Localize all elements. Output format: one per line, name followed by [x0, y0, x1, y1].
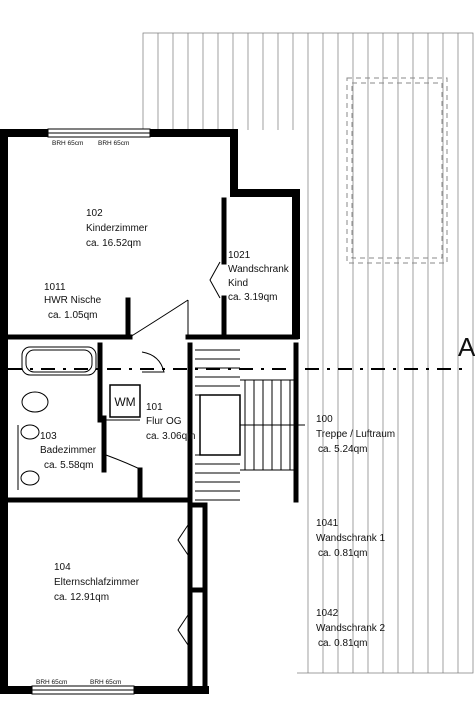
doors: [105, 261, 221, 649]
room-area: ca. 3.06qm: [146, 431, 195, 442]
wm-label: WM: [114, 395, 135, 409]
room-102: 102 Kinderzimmer ca. 16.52qm: [86, 208, 148, 249]
washing-machine: WM: [109, 384, 141, 418]
room-name-2: Kind: [228, 278, 248, 289]
room-1042: 1042 Wandschrank 2 ca. 0.81qm: [316, 608, 386, 649]
room-number: 1042: [316, 608, 339, 619]
room-name: HWR Nische: [44, 295, 102, 306]
room-name: Badezimmer: [40, 445, 97, 456]
room-area: ca. 3.19qm: [228, 292, 277, 303]
room-name: Kinderzimmer: [86, 223, 148, 234]
room-area: ca. 5.24qm: [318, 444, 367, 455]
room-100: 100 Treppe / Luftraum ca. 5.24qm: [316, 414, 395, 455]
room-1041: 1041 Wandschrank 1 ca. 0.81qm: [316, 518, 386, 559]
room-number: 1011: [44, 282, 66, 293]
room-103: 103 Badezimmer ca. 5.58qm: [40, 431, 97, 471]
bathroom-fixtures: [17, 346, 97, 490]
window-label-bottom-right: BRH 65cm: [90, 679, 121, 686]
room-number: 102: [86, 208, 103, 219]
room-name: Treppe / Luftraum: [316, 429, 395, 440]
window-label-top-right: BRH 65cm: [98, 140, 129, 147]
window-label-top-left: BRH 65cm: [52, 140, 83, 147]
room-name: Elternschlafzimmer: [54, 577, 140, 588]
room-number: 1041: [316, 518, 339, 529]
skylight: [346, 77, 448, 264]
staircase: [195, 349, 305, 501]
room-area: ca. 0.81qm: [318, 548, 367, 559]
room-area: ca. 16.52qm: [86, 238, 141, 249]
section-mark: A: [458, 332, 475, 362]
room-1021: 1021 Wandschrank Kind ca. 3.19qm: [228, 250, 290, 303]
room-number: 103: [40, 431, 57, 442]
room-number: 1021: [228, 250, 251, 261]
room-number: 101: [146, 402, 163, 413]
room-area: ca. 1.05qm: [48, 310, 97, 321]
room-number: 104: [54, 562, 71, 573]
room-1011: 1011 HWR Nische ca. 1.05qm: [44, 282, 102, 321]
walls: [0, 128, 300, 695]
room-name: Wandschrank: [228, 264, 290, 275]
window-label-bottom-left: BRH 65cm: [36, 679, 67, 686]
room-104: 104 Elternschlafzimmer ca. 12.91qm: [54, 562, 140, 603]
room-name: Wandschrank 2: [316, 623, 386, 634]
room-name: Wandschrank 1: [316, 533, 386, 544]
room-area: ca. 0.81qm: [318, 638, 367, 649]
room-number: 100: [316, 414, 333, 425]
room-area: ca. 12.91qm: [54, 592, 109, 603]
room-101: 101 Flur OG ca. 3.06qm: [146, 402, 195, 442]
room-name: Flur OG: [146, 416, 182, 427]
room-area: ca. 5.58qm: [44, 460, 93, 471]
